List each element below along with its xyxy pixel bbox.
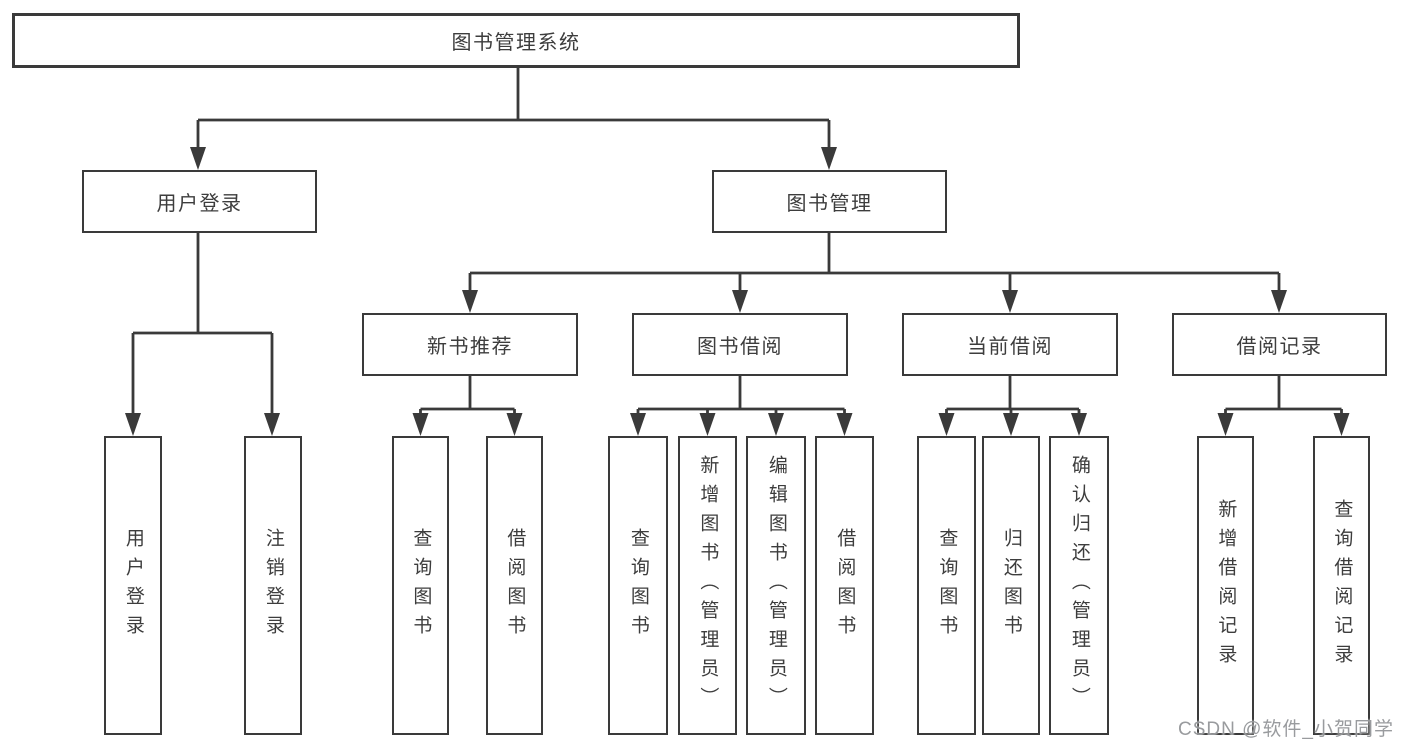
node-label: 用户登录 [122,527,144,644]
leaf-query-books-3: 查询图书 [917,436,976,735]
node-label: 归还图书 [1000,527,1022,644]
node-label: 新增图书（管理员） [697,455,719,716]
leaf-query-books-2: 查询图书 [608,436,668,735]
leaf-return-books: 归还图书 [982,436,1040,735]
node-borrowing-records: 借阅记录 [1172,313,1387,376]
node-label: 图书借阅 [697,336,783,358]
node-label: 借阅图书 [834,527,856,644]
node-label: 确认归还（管理员） [1068,455,1090,716]
leaf-user-login: 用户登录 [104,436,162,735]
leaf-query-books-1: 查询图书 [392,436,449,735]
csdn-watermark: CSDN @软件_小贺同学 [1178,719,1394,740]
node-book-management: 图书管理 [712,170,947,233]
leaf-edit-books-admin: 编辑图书（管理员） [746,436,806,735]
leaf-borrow-books-2: 借阅图书 [815,436,874,735]
leaf-query-borrowing-record: 查询借阅记录 [1313,436,1370,735]
node-label: 借阅图书 [504,527,526,644]
node-current-borrowing: 当前借阅 [902,313,1118,376]
node-new-book-recommend: 新书推荐 [362,313,578,376]
node-label: 新书推荐 [427,336,513,358]
node-label: 查询图书 [627,527,649,644]
node-label: 查询图书 [410,527,432,644]
leaf-confirm-return-admin: 确认归还（管理员） [1049,436,1109,735]
node-label: 当前借阅 [967,336,1053,358]
node-label: 查询图书 [936,527,958,644]
leaf-add-books-admin: 新增图书（管理员） [678,436,737,735]
node-label: 新增借阅记录 [1215,498,1237,673]
node-label: 注销登录 [262,527,284,644]
leaf-add-borrowing-record: 新增借阅记录 [1197,436,1254,735]
node-label: 编辑图书（管理员） [765,455,787,716]
node-label: 图书管理 [786,193,873,215]
node-label: 用户登录 [156,193,243,215]
node-user-login: 用户登录 [82,170,317,233]
node-label: 借阅记录 [1236,336,1323,358]
node-label: 图书管理系统 [451,32,581,54]
node-label: 查询借阅记录 [1331,498,1353,673]
node-book-borrowing: 图书借阅 [632,313,848,376]
leaf-logout: 注销登录 [244,436,302,735]
node-library-management-system: 图书管理系统 [12,13,1020,68]
leaf-borrow-books-1: 借阅图书 [486,436,543,735]
